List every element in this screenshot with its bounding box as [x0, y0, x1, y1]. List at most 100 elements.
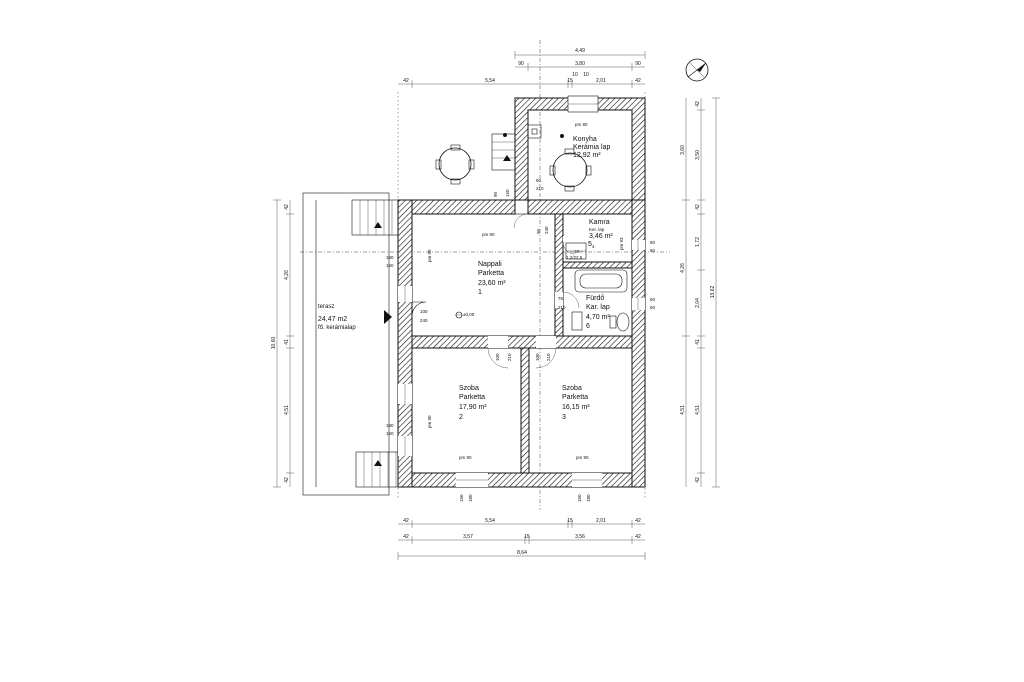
- dim-right1-a: 3,60: [680, 145, 686, 155]
- label-150a: 150: [386, 263, 394, 268]
- kitchen-floor: Kerámia lap: [573, 144, 610, 151]
- dim-left-e: 42: [284, 477, 290, 483]
- dim-left-c: 41: [284, 339, 290, 345]
- label-pm93: pm 93: [619, 237, 624, 250]
- dim-bot2-c: 15: [524, 534, 530, 540]
- dim-bot3-total: 8,64: [517, 550, 527, 556]
- living-floor: Parketta: [478, 270, 504, 277]
- dim-left-total: 10,60: [271, 337, 277, 350]
- dim-bot1-e: 42: [635, 518, 641, 524]
- terrace-floor: fő. kerámialap: [318, 325, 356, 331]
- dim-row2-e: 42: [635, 78, 641, 84]
- dim-top-c: 90: [635, 61, 641, 67]
- room3-area: 16,15 m²: [562, 404, 590, 411]
- dim-bot1-b: 5,54: [485, 518, 495, 524]
- dim-bot2-e: 42: [635, 534, 641, 540]
- label-210c: 210: [546, 353, 551, 361]
- dim-row2-b: 5,54: [485, 78, 495, 84]
- label-180d: 180: [586, 494, 591, 502]
- room3-floor: Parketta: [562, 394, 588, 401]
- label-60c: 60: [650, 297, 656, 302]
- kitchen-walls: [513, 95, 646, 215]
- room3-name: Szoba: [562, 385, 582, 392]
- pantry-floor: Ker. lap: [589, 227, 605, 232]
- living-number: 1: [478, 289, 482, 296]
- label-150e: 150: [577, 494, 582, 502]
- dim-row2-d: 2,01: [596, 78, 606, 84]
- dim-right1-c: 4,51: [680, 405, 686, 415]
- label-18: 18: [574, 249, 580, 254]
- label-90b: 90: [536, 178, 542, 183]
- room2-name: Szoba: [459, 385, 479, 392]
- dim-right2-g: 4,51: [695, 405, 701, 415]
- label-75: 75: [558, 296, 564, 301]
- terrace: terasz 24,47 m2 fő. kerámialap: [302, 192, 403, 496]
- dim-right2-h: 42: [695, 477, 701, 483]
- dim-top-a: 90: [518, 61, 524, 67]
- bath-number: 6: [586, 323, 590, 330]
- kitchen-table-icon: [549, 148, 592, 192]
- label-pm90-d: pm 90: [576, 455, 589, 460]
- dim-left-b: 4,26: [284, 270, 290, 280]
- label-22: 1,2/22,5: [566, 255, 583, 260]
- label-100a: 100: [495, 353, 500, 361]
- label-240: 240: [544, 226, 549, 234]
- dimension-texts: 4,49 90 3,80 90 10 10 42 5,54 15 2,01 42…: [271, 48, 716, 556]
- living-area: 23,60 m²: [478, 280, 506, 287]
- label-150b: 150: [386, 431, 394, 436]
- dim-bot2-d: 3,56: [575, 534, 585, 540]
- label-pm90-b: pm 90: [482, 232, 495, 237]
- dim-bot1-d: 2,01: [596, 518, 606, 524]
- dim-bot2-a: 42: [403, 534, 409, 540]
- label-100b: 100: [535, 353, 540, 361]
- label-180b: 180: [386, 423, 394, 428]
- terrace-area: 24,47 m2: [318, 316, 347, 323]
- room3-number: 3: [562, 414, 566, 421]
- dim-top-b: 3,80: [575, 61, 585, 67]
- label-60b: 60: [650, 248, 656, 253]
- dim-right2-a: 42: [695, 101, 701, 107]
- label-pm90-f: pm 90: [427, 415, 432, 428]
- label-60a: 60: [650, 240, 656, 245]
- doors: [411, 213, 580, 369]
- room2-area: 17,90 m²: [459, 404, 487, 411]
- dim-top-10b: 10: [583, 72, 589, 78]
- kitchen-name: Konyha: [573, 136, 597, 143]
- living-name: Nappali: [478, 261, 502, 268]
- dim-left-a: 42: [284, 204, 290, 210]
- dim-right2-e: 2,04: [695, 298, 701, 308]
- label-150d: 150: [459, 494, 464, 502]
- label-door-240: 240: [420, 318, 428, 323]
- dim-bot2-b: 3,57: [463, 534, 473, 540]
- bath-name: Fürdő: [586, 295, 604, 302]
- pantry-area: 3,46 m²: [589, 233, 613, 240]
- label-90c: 90: [536, 228, 541, 234]
- kitchen-area: 12,92 m²: [573, 152, 601, 159]
- room2-floor: Parketta: [459, 394, 485, 401]
- dim-left-d: 4,51: [284, 405, 290, 415]
- annotations: pm 90 pm 90 pm 90 pm 90 pm 90 pm 90 pm 9…: [386, 122, 656, 502]
- label-210: 210: [558, 305, 566, 310]
- label-level: ±0,00: [463, 312, 475, 317]
- label-60d: 60: [650, 305, 656, 310]
- bath-floor: Kar. lap: [586, 304, 610, 311]
- pantry-name: Kamra: [589, 219, 610, 226]
- label-90: 90: [493, 191, 498, 197]
- dim-right1-b: 4,26: [680, 263, 686, 273]
- bath-area: 4,70 m²: [586, 314, 610, 321]
- dim-row2-a: 42: [403, 78, 409, 84]
- label-door-100: 100: [420, 309, 428, 314]
- label-210d: 210: [536, 186, 544, 191]
- label-pm90-e: pm 90: [427, 249, 432, 262]
- dim-right2-d: 1,72: [695, 237, 701, 247]
- dim-right2-f: 41: [695, 339, 701, 345]
- dim-top-total: 4,49: [575, 48, 585, 54]
- label-pm90-c: pm 90: [459, 455, 472, 460]
- room-labels: Konyha Kerámia lap 12,92 m² Kamra Ker. l…: [459, 136, 613, 421]
- label-pm90-a: pm 90: [575, 122, 588, 127]
- north-arrow-icon: [685, 58, 709, 82]
- terrace-name: terasz: [318, 304, 334, 310]
- dim-right2-b: 3,50: [695, 150, 701, 160]
- dim-right-total: 13,62: [710, 286, 716, 299]
- room2-number: 2: [459, 414, 463, 421]
